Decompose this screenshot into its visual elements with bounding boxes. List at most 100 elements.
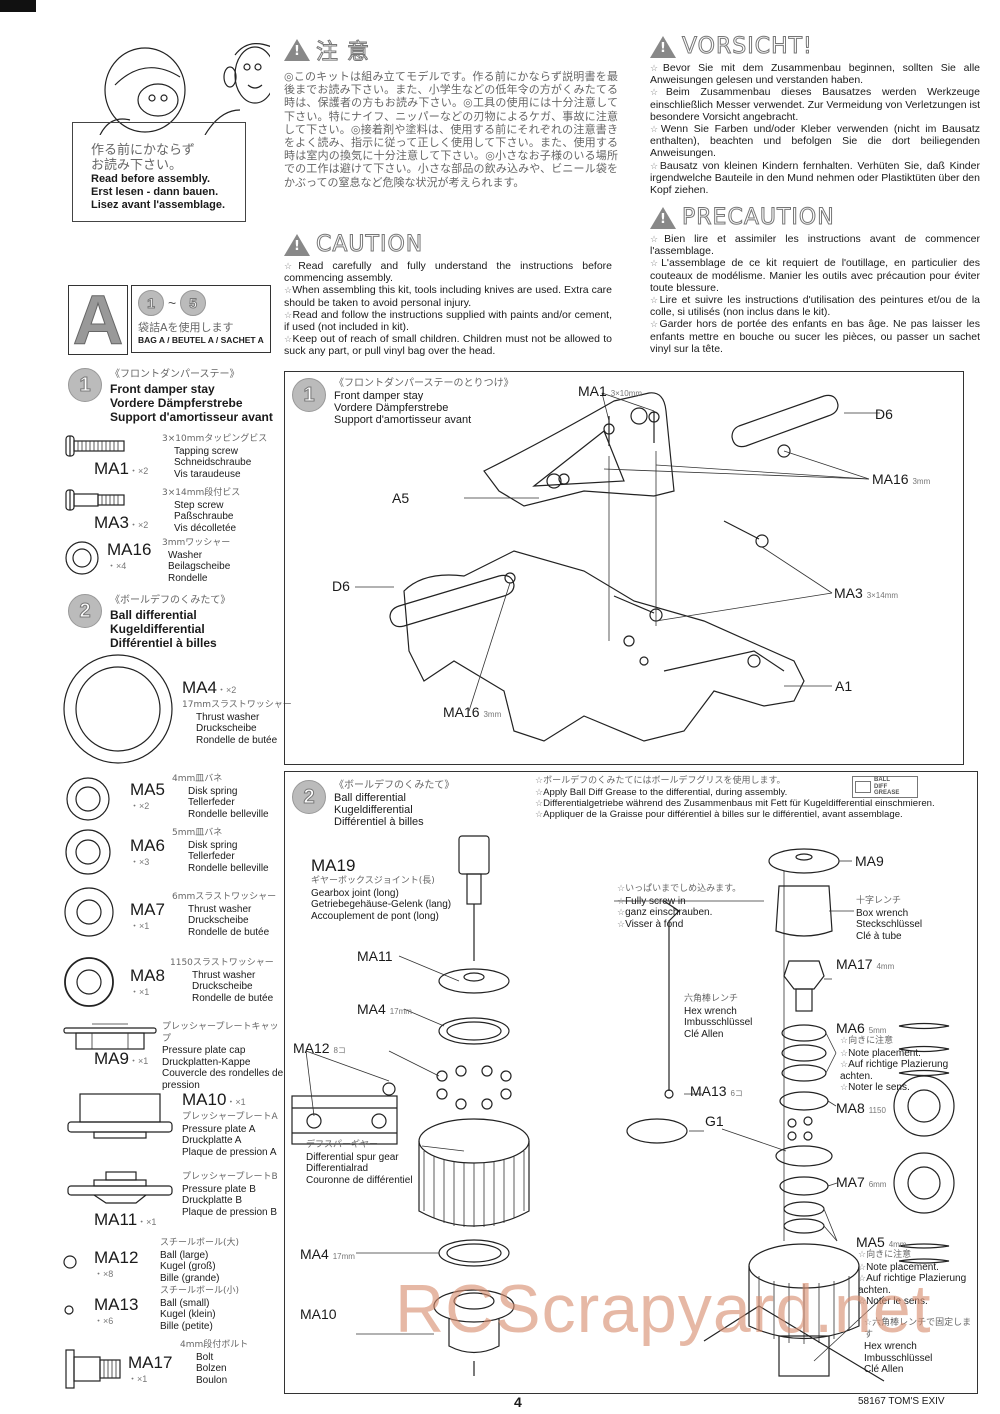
step1-jp: 《フロントダンパーステー》 [110,369,240,380]
step-badge: 1 [292,378,326,412]
screw-in-note: いっぱいまでしめ込みます。 Fully screw inganz einschr… [617,884,741,930]
part-ma16: MA16・×4 [107,540,152,571]
bag-letter: A [72,281,124,359]
step1-title: Front damper stay [110,382,215,396]
step-badge-5: 5 [180,290,207,316]
bolt-icon [65,1349,121,1389]
callout-ma16-bottom: MA16 3mm [443,704,502,720]
bag-letter-box: A [68,281,128,359]
warning-de-item: Bevor Sie mit dem Zusammenbau beginnen, … [650,62,980,86]
pressure-plate-a-icon [67,1093,173,1139]
part-ma6: MA6・×3 [130,836,165,867]
callout-a1: A1 [835,678,853,694]
warning-en-item: When assembling this kit, tools includin… [284,284,612,308]
mechanics-illustration [99,43,270,135]
callout-ma11: MA11 [357,948,393,964]
callout-ma16-right: MA16 3mm [872,471,931,487]
warning-de-item: Wenn Sie Farben und/oder Kleber verwende… [650,123,980,160]
callout-ma4-bottom: MA4 17mm [300,1246,355,1262]
sign-line-fr: Lisez avant l'assemblage. [91,199,226,211]
ma19-label: MA19 ギヤーボックスジョイント(長) Gearbox joint (long… [311,856,452,922]
sign-jp: 作る前にかならず お読み下さい。 [91,143,195,173]
callout-ma1: MA1 3×10mm [578,383,643,399]
hold-wrench-label: 六角棒レンチで固定します Hex wrenchImbusschlüsselClé… [864,1318,974,1376]
callout-ma9: MA9 [855,853,884,869]
ball-differential-diagram [291,835,955,1382]
step1-title: Support d'amortisseur avant [110,410,273,424]
step-badge-1: 1 [138,290,164,316]
parts-step2-header: 2 《ボールデフのくみたて》 Ball differential Kugeldi… [68,594,288,650]
diagram1-header: 1 《フロントダンパーステーのとりつけ》 Front damper stay V… [292,378,514,426]
part-ma10: MA10・×1 [182,1090,246,1109]
part-ma12: MA12・×8 [94,1248,139,1279]
pressure-plate-b-icon [67,1171,173,1204]
ball-small-icon [64,1305,74,1315]
washer-icon [65,541,99,575]
step-badge: 1 [68,368,102,402]
warning-en-item: Read and follow the instructions supplie… [284,309,612,333]
front-damper-stay-diagram [355,392,880,742]
warning-triangle-icon [284,39,310,61]
warning-fr-title: PRECAUTION [682,205,835,231]
part-ma13: MA13・×6 [94,1295,139,1326]
callout-ma4-top: MA4 17mm [357,1001,412,1017]
callout-a5: A5 [392,490,410,506]
callout-ma6: MA6 5mm [836,1020,887,1036]
callout-ma7: MA7 6mm [836,1174,887,1190]
bag-jp: 袋詰Aを使用します [138,321,234,334]
warning-fr-item: Lire et suivre les instructions d'utilis… [650,294,980,318]
warning-fr-item: L'assemblage de ce kit requiert de l'out… [650,257,980,294]
callout-ma17: MA17 4mm [836,956,895,972]
tapping-screw-icon [65,435,125,457]
grease-note: ボールデフのくみたてにはボールデフグリスを使用します。 Apply Ball D… [535,776,975,820]
part-ma8: MA8・×1 [130,966,165,997]
pressure-plate-cap-icon [63,1023,157,1050]
thrust-washer-6mm-icon [64,887,114,937]
steps-separator: ~ [168,295,177,311]
sign-line-en: Read before assembly. [91,173,211,185]
callout-ma13: MA13 6コ [690,1083,743,1099]
step2-diagram-panel [284,771,978,1394]
part-ma7: MA7・×1 [130,900,165,931]
part-ma12-desc: スチールボール(大) Ball (large)Kugel (groß)Bille… [160,1238,240,1284]
callout-ma8: MA8 1150 [836,1100,886,1116]
part-ma13-desc: スチールボール(小) Ball (small)Kugel (klein)Bill… [160,1286,240,1332]
thrust-washer-1150-icon [64,957,114,1007]
callout-ma3: MA3 3×14mm [834,585,899,601]
thrust-washer-large-icon [63,654,173,764]
callout-d6-right: D6 [875,406,893,422]
disk-spring-4mm-icon [66,777,110,821]
step1-diagram-panel [284,371,964,765]
warning-de-item: Bausatz von kleinen Kindern fernhalten. … [650,160,980,197]
warning-de-title: VORSICHT! [682,34,813,60]
warning-jp-text: ◎このキットは組み立てモデルです。作る前にかならず説明書を最後までお読み下さい。… [284,70,618,189]
warning-triangle-icon [650,206,676,229]
bag-info-box: 1 ~ 5 袋詰Aを使用します BAG A / BEUTEL A / SACHE… [131,285,271,353]
step2-title: Kugeldifferential [110,622,205,636]
ball-diff-grease-icon: BALL DIFF GREASE [852,776,918,798]
part-ma9: MA9・×1 [94,1049,149,1068]
part-ma17: MA17・×1 [128,1353,173,1384]
page-number: 4 [514,1394,522,1410]
warning-fr: PRECAUTION Bien lire et assimiler les in… [650,205,980,355]
warning-de-item: Beim Zusammenbau dieses Bausatzes werden… [650,86,980,123]
warning-en: CAUTION Read carefully and fully underst… [284,232,612,358]
callout-d6-left: D6 [332,578,350,594]
warning-fr-item: Garder hors de portée des enfants en bas… [650,318,980,355]
part-ma4: MA4・×2 [182,678,237,697]
warning-en-item: Read carefully and fully understand the … [284,260,612,284]
warning-triangle-icon [650,35,676,58]
callout-g1: G1 [705,1113,724,1129]
